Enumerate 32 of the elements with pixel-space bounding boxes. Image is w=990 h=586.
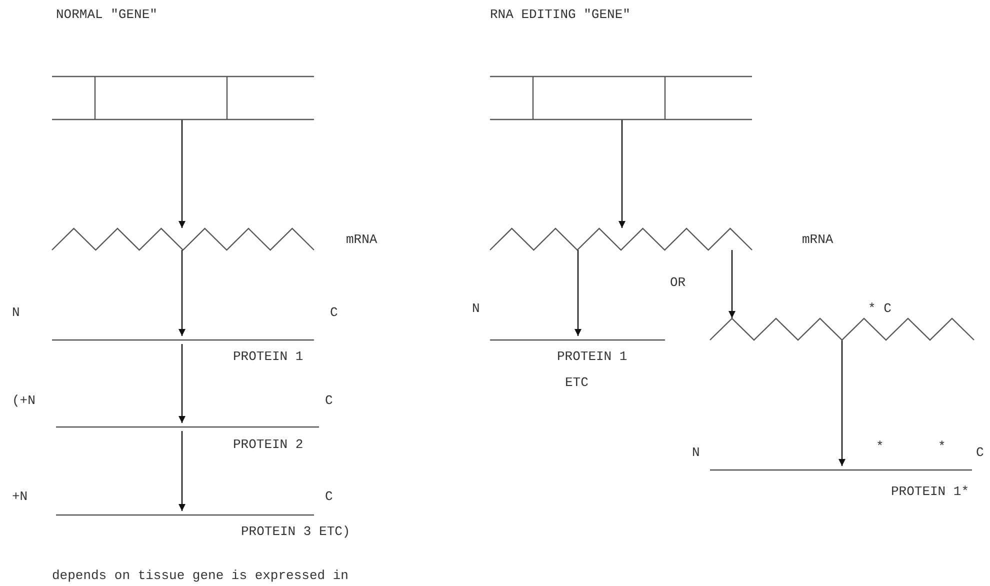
strand-label: N: [12, 305, 20, 321]
strand-label: N: [692, 445, 700, 461]
strand-label: N: [472, 301, 480, 317]
strand-label: *: [876, 439, 884, 455]
footnote: depends on tissue gene is expressed in: [52, 568, 348, 584]
strand-label: PROTEIN 1: [557, 349, 628, 365]
arrow: [728, 250, 736, 318]
strand-label: mRNA: [346, 232, 378, 248]
strand-label: C: [325, 393, 333, 409]
strand-label: C: [330, 305, 338, 321]
strand-label: (+N: [12, 393, 36, 409]
strand-label: mRNA: [802, 232, 834, 248]
strand-label: C: [325, 489, 333, 505]
strand-label: C: [976, 445, 984, 461]
strand-label: +N: [12, 489, 28, 505]
arrow: [618, 120, 626, 228]
arrow: [178, 120, 186, 228]
arrow: [178, 250, 186, 336]
strand-label: * C: [868, 301, 892, 317]
arrow: [574, 250, 582, 336]
strand-label: PROTEIN 1*: [891, 484, 970, 500]
arrow: [178, 431, 186, 511]
strand-label: PROTEIN 3 ETC): [241, 524, 350, 540]
or-label: OR: [670, 275, 686, 291]
heading: RNA EDITING "GENE": [490, 7, 630, 23]
strand-label: ETC: [565, 375, 588, 391]
strand-label: PROTEIN 1: [233, 349, 304, 365]
heading: NORMAL "GENE": [56, 7, 158, 23]
strand-label: PROTEIN 2: [233, 437, 304, 453]
arrow: [838, 340, 846, 466]
arrow: [178, 344, 186, 423]
strand-label: *: [938, 439, 946, 455]
